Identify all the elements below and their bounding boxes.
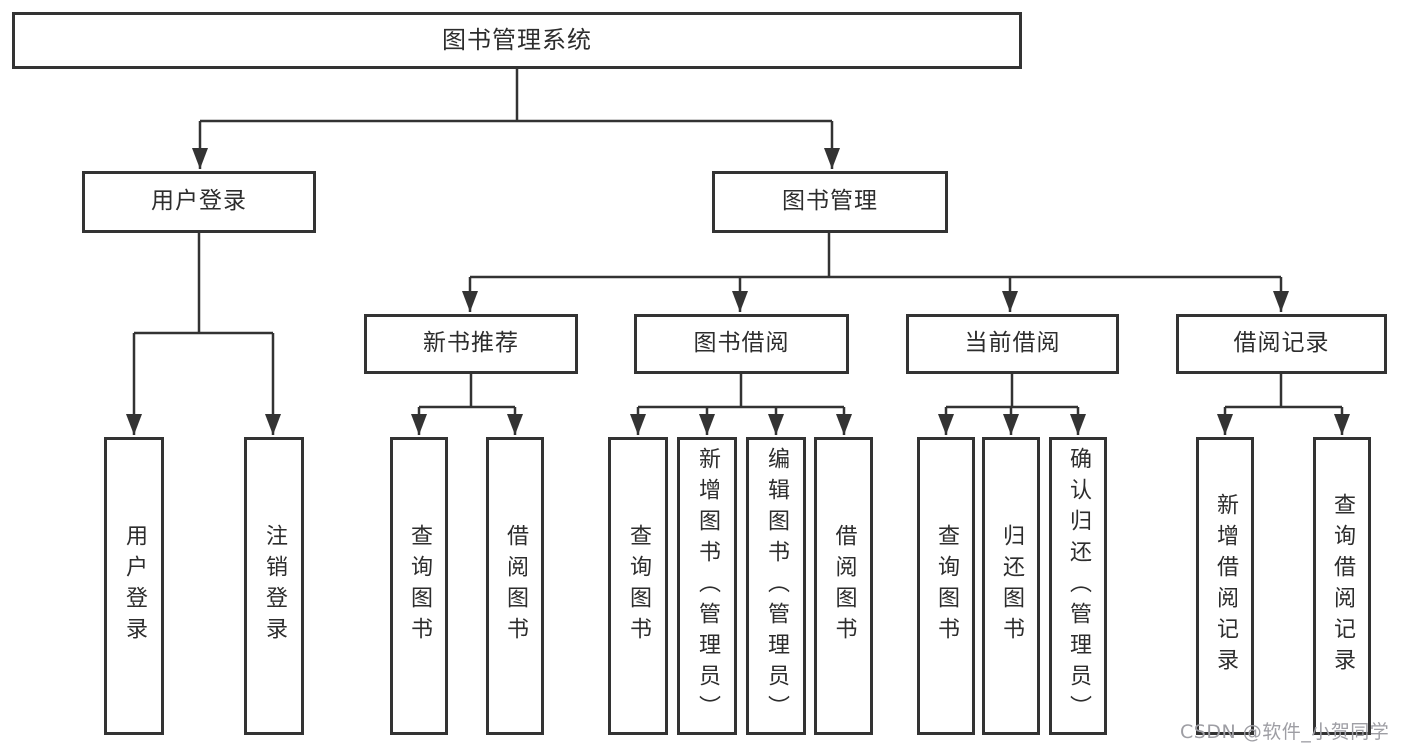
leaf-borrowing-add-books-admin-label: 新增图书（管理员） [695, 446, 720, 726]
leaf-borrowing-query-books-label: 查询图书 [626, 524, 651, 648]
node-new-book-recommend: 新书推荐 [364, 314, 578, 374]
leaf-user-login: 用户登录 [104, 437, 164, 735]
node-library-system-label: 图书管理系统 [442, 26, 592, 55]
leaf-recommend-query-books: 查询图书 [390, 437, 448, 735]
node-user-login: 用户登录 [82, 171, 316, 233]
leaf-records-add-record-label: 新增借阅记录 [1213, 493, 1238, 679]
node-book-borrowing: 图书借阅 [634, 314, 849, 374]
leaf-records-query-record-label: 查询借阅记录 [1330, 493, 1355, 679]
leaf-records-add-record: 新增借阅记录 [1196, 437, 1254, 735]
leaf-borrowing-edit-books-admin: 编辑图书（管理员） [746, 437, 806, 735]
watermark: CSDN @软件_小贺同学 [1180, 721, 1390, 743]
leaf-logout-label: 注销登录 [262, 524, 287, 648]
node-current-borrowing: 当前借阅 [906, 314, 1119, 374]
leaf-recommend-borrow-books-label: 借阅图书 [503, 524, 528, 648]
leaf-recommend-borrow-books: 借阅图书 [486, 437, 544, 735]
node-current-borrowing-label: 当前借阅 [964, 330, 1061, 357]
node-book-borrowing-label: 图书借阅 [693, 330, 790, 357]
leaf-current-query-books-label: 查询图书 [934, 524, 959, 648]
leaf-borrowing-add-books-admin: 新增图书（管理员） [677, 437, 737, 735]
leaf-borrowing-query-books: 查询图书 [608, 437, 668, 735]
node-borrowing-records: 借阅记录 [1176, 314, 1387, 374]
node-new-book-recommend-label: 新书推荐 [423, 330, 519, 357]
leaf-recommend-query-books-label: 查询图书 [407, 524, 432, 648]
leaf-borrowing-edit-books-admin-label: 编辑图书（管理员） [764, 446, 789, 726]
node-library-system: 图书管理系统 [12, 12, 1022, 69]
leaf-current-confirm-return-admin: 确认归还（管理员） [1049, 437, 1107, 735]
leaf-user-login-label: 用户登录 [122, 524, 147, 648]
leaf-borrowing-borrow-books: 借阅图书 [814, 437, 873, 735]
node-borrowing-records-label: 借阅记录 [1233, 330, 1330, 357]
node-book-management-label: 图书管理 [782, 188, 878, 215]
leaf-current-confirm-return-admin-label: 确认归还（管理员） [1066, 446, 1091, 726]
leaf-current-query-books: 查询图书 [917, 437, 975, 735]
node-book-management: 图书管理 [712, 171, 948, 233]
leaf-current-return-books-label: 归还图书 [999, 524, 1024, 648]
leaf-logout: 注销登录 [244, 437, 304, 735]
leaf-current-return-books: 归还图书 [982, 437, 1040, 735]
leaf-records-query-record: 查询借阅记录 [1313, 437, 1371, 735]
node-user-login-label: 用户登录 [151, 188, 247, 215]
leaf-borrowing-borrow-books-label: 借阅图书 [831, 524, 857, 648]
